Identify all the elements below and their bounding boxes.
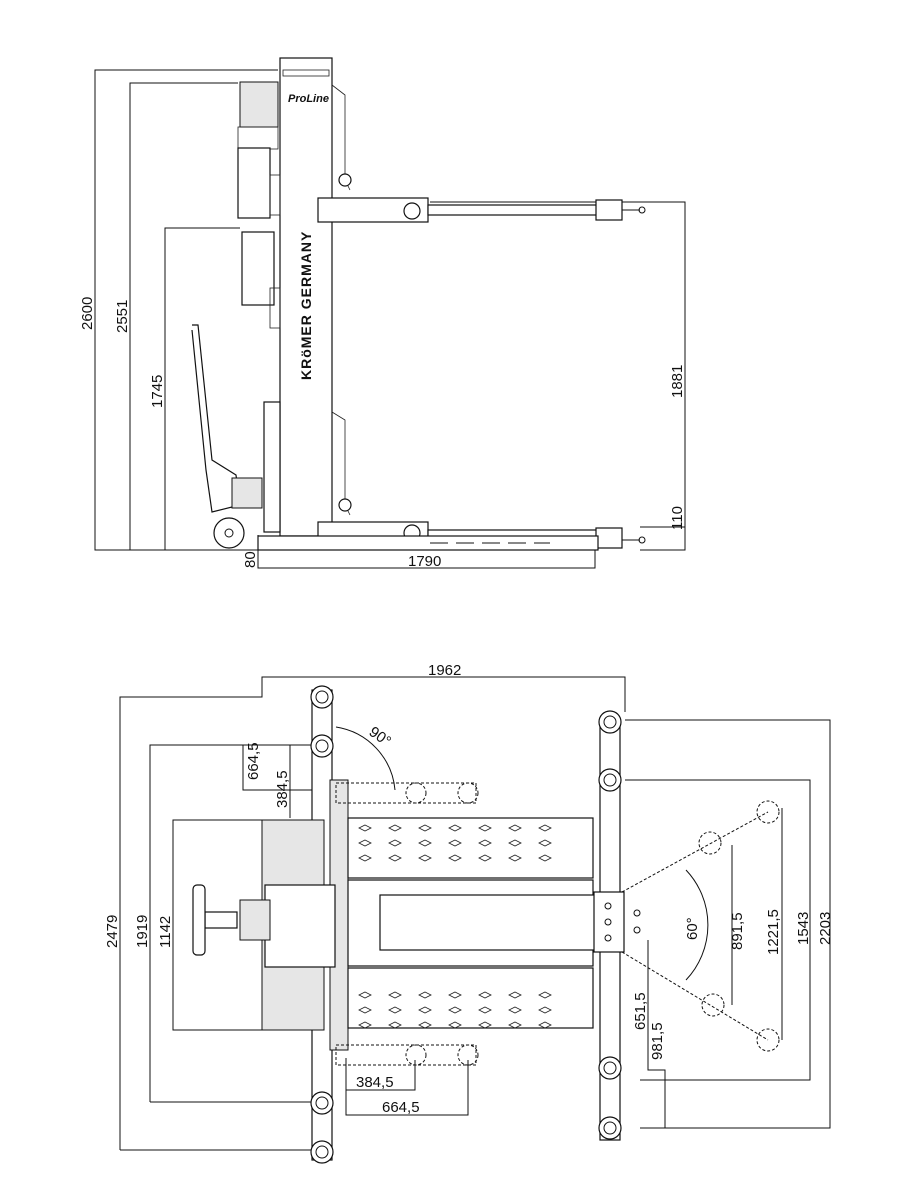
model-label: ProLine bbox=[288, 93, 329, 105]
right-arm-upper-dashed bbox=[621, 811, 769, 893]
left-arm-bottom-dashed bbox=[335, 1044, 477, 1066]
left-pad-top bbox=[310, 685, 334, 709]
base-rail bbox=[257, 535, 599, 551]
dim-arm-reach-inner: 891,5 bbox=[729, 912, 746, 950]
handle-grip bbox=[192, 884, 206, 956]
control-box bbox=[241, 231, 275, 306]
dim-min-height: 110 bbox=[669, 506, 686, 530]
dim-depth-inner: 1919 bbox=[134, 915, 151, 948]
dim-lift-height: 1881 bbox=[669, 365, 686, 398]
dim-depth-base: 1142 bbox=[157, 916, 174, 948]
trolley-wheel bbox=[213, 517, 245, 549]
brand-label: KRöMER GERMANY bbox=[298, 231, 314, 380]
dim-span-inner: 1543 bbox=[795, 912, 812, 945]
dim-height-pump: 1745 bbox=[149, 375, 166, 408]
dim-angle-right: 60° bbox=[684, 917, 701, 940]
oil-tank bbox=[237, 147, 271, 219]
dim-arm-reach-outer: 1221,5 bbox=[765, 909, 782, 955]
motor-fan bbox=[239, 899, 271, 941]
dim-depth-total: 2479 bbox=[104, 915, 121, 948]
dim-arm-length: 1790 bbox=[408, 553, 441, 570]
dim-width-total: 1962 bbox=[428, 662, 461, 679]
top-view: 1962 2479 1919 1142 664,5 384,5 90° 60° … bbox=[104, 662, 834, 1164]
lift-column bbox=[279, 57, 333, 537]
right-carriage bbox=[593, 891, 625, 953]
left-pad-bottom bbox=[310, 1140, 334, 1164]
right-pad-top bbox=[598, 710, 622, 734]
dim-offset-outer: 981,5 bbox=[649, 1022, 666, 1060]
base-frame bbox=[347, 817, 594, 879]
right-pad-bottom bbox=[598, 1116, 622, 1140]
dim-arm-offset-inner: 384,5 bbox=[274, 770, 291, 808]
dim-height-column: 2551 bbox=[114, 300, 131, 333]
dim-bottom-outer: 664,5 bbox=[382, 1099, 420, 1116]
dim-arm-offset-outer: 664,5 bbox=[245, 742, 262, 780]
left-arm-top-dashed bbox=[335, 782, 477, 804]
dim-angle-top: 90° bbox=[366, 723, 394, 750]
dim-height-total: 2600 bbox=[79, 297, 96, 330]
motor-block bbox=[264, 884, 336, 968]
dim-offset-inner: 651,5 bbox=[632, 992, 649, 1030]
dim-bottom-inner: 384,5 bbox=[356, 1074, 394, 1091]
dim-base-height: 80 bbox=[242, 551, 259, 568]
dim-span-outer: 2203 bbox=[817, 912, 834, 945]
side-view: ProLine KRöMER GERMANY bbox=[79, 57, 686, 570]
motor bbox=[239, 81, 279, 128]
